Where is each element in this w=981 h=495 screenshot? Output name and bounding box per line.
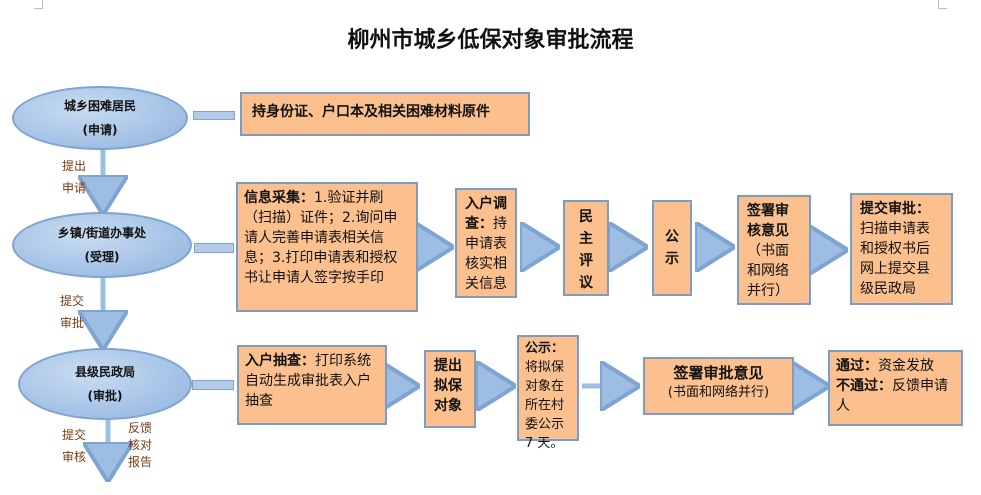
box-info-collection: 信息采集：1.验证并刷（扫描）证件；2.询问申请人完善申请表相关信息；3.打印申… [236,182,418,312]
box-heading: 民主评议 [579,209,593,291]
ellipse-name: 乡镇/街道办事处 [57,226,147,240]
box-text: 持身份证、户口本及相关困难材料原件 [252,104,490,120]
box-heading: 提交审批： [860,201,930,217]
box-home-survey: 入户调查：持申请表核实相关信息 [455,188,517,298]
flow-label: 反馈核对报告 [128,421,153,469]
flow-label: 提交审批 [60,294,85,330]
box-sign-review-opinion: 签署审核意见 （书面和网络并行） [737,195,811,305]
page-title: 柳州市城乡低保对象审批流程 [347,28,634,53]
ellipse-role: (申请) [82,123,118,137]
box-text: 1.验证并刷（扫描）证件；2.询问申请人完善申请表相关信息；3.打印申请表和授权… [244,190,398,286]
ellipse-role: (审批) [87,389,123,403]
connector-bar [192,380,234,390]
box-sign-approval-opinion: 签署审批意见 (书面和网络并行) [643,357,794,415]
box-spot-check: 入户抽查：打印系统自动生成审批表入户抽查 [237,345,387,425]
box-heading: 签署审批意见 [673,364,764,382]
box-village-publicity: 公示： 将拟保对象在所在村委公示 7 天。 [517,335,579,451]
box-heading: 入户调查： [465,196,507,232]
box-text: (书面和网络并行) [667,385,770,400]
box-heading: 入户抽查： [245,353,315,369]
flow-label: 提出申请 [62,159,87,195]
box-text: 打印系统自动生成审批表入户抽查 [245,353,371,409]
box-heading: 提出拟保对象 [434,358,462,414]
connector-bar [193,111,235,120]
box-heading: 公示： [525,341,565,356]
box-text: 资金发放 [878,358,934,374]
flow-label: 提交审核 [62,428,87,464]
box-text: 反馈申请人 [836,378,948,414]
box-text: 持申请表核实相关信息 [465,216,507,292]
box-heading: 信息采集： [244,190,314,206]
ellipse-name: 县级民政局 [74,365,135,379]
ellipse-applicant: 城乡困难居民 (申请) [12,86,188,150]
box-heading: 签署审核意见 [747,203,789,239]
box-publicity: 公示 [652,200,692,296]
connector-bar [194,243,234,253]
ellipse-township-office: 乡镇/街道办事处 (受理) [12,212,192,278]
page-corner-mark [938,0,947,9]
box-heading: 公示 [665,229,679,267]
box-text: 扫描申请表和授权书后网上提交县级民政局 [860,221,930,297]
ellipse-county-civil-affairs: 县级民政局 (审批) [18,348,192,420]
box-democratic-review: 民主评议 [563,200,609,296]
box-propose-recipients: 提出拟保对象 [424,350,476,428]
box-text: 将拟保对象在所在村委公示 7 天。 [525,360,565,451]
box-text: （书面和网络并行） [747,243,789,299]
page-corner-mark [34,0,43,9]
box-required-documents: 持身份证、户口本及相关困难材料原件 [240,92,530,136]
box-submit-approval: 提交审批： 扫描申请表和授权书后网上提交县级民政局 [850,193,953,305]
box-heading: 通过： [836,358,878,374]
box-result: 通过：资金发放 不通过：反馈申请人 [828,350,963,426]
box-heading: 不通过： [836,378,892,394]
ellipse-name: 城乡困难居民 [63,99,136,113]
ellipse-role: (受理) [84,250,120,264]
